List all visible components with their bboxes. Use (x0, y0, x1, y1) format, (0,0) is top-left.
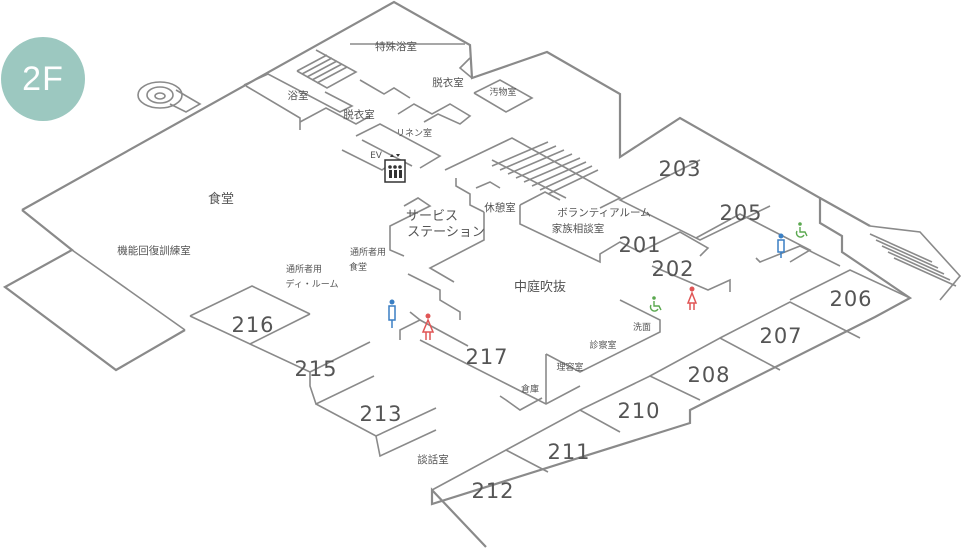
room-205: 205 (719, 201, 762, 225)
label-daycare-dining-1: 通所者用 (350, 247, 386, 258)
label-dining: 食堂 (208, 191, 234, 207)
center-block (389, 137, 731, 411)
men-restroom-icon-2 (777, 233, 785, 258)
room-210: 210 (617, 399, 660, 423)
stairs-icon (296, 54, 348, 84)
room-212: 212 (471, 479, 514, 503)
label-soiled-room: 汚物室 (489, 86, 516, 98)
label-talk-room: 談話室 (417, 453, 449, 466)
room-215: 215 (294, 357, 337, 381)
label-daycare-dining-2: 食堂 (349, 261, 367, 273)
room-213: 213 (359, 402, 402, 426)
room-217: 217 (465, 345, 508, 369)
label-lounge: 休憩室 (484, 201, 516, 214)
label-daycare-corridor-1: 通所者用 (286, 264, 322, 275)
label-service-station-2: ステーション (407, 225, 485, 240)
stairs-right (869, 225, 962, 301)
label-ev: EV (370, 151, 383, 161)
label-courtyard: 中庭吹抜 (514, 279, 566, 295)
room-208: 208 (687, 363, 730, 387)
women-restroom-icon (421, 313, 435, 340)
bath-icon (137, 81, 202, 113)
label-rehab-room: 機能回復訓練室 (117, 244, 191, 257)
label-service-station-1: サービス (406, 209, 458, 224)
label-changing-room-2: 脱衣室 (343, 108, 375, 121)
room-201: 201 (618, 233, 661, 257)
stairs-center (491, 141, 599, 195)
right-wing (431, 159, 911, 491)
room-211: 211 (547, 440, 590, 464)
accessible-restroom-icon (795, 222, 808, 238)
label-bath-room: 浴室 (288, 89, 309, 102)
women-restroom-icon-2 (686, 286, 698, 310)
room-216: 216 (231, 313, 274, 337)
label-volunteer-room: ボランティアルーム (557, 207, 650, 219)
label-linen-room: リネン室 (396, 127, 432, 139)
room-206: 206 (829, 287, 872, 311)
room-207: 207 (759, 324, 802, 348)
label-daycare-corridor-2: ディ・ルーム (285, 278, 338, 290)
men-restroom-icon (388, 299, 396, 328)
label-family-room: 家族相談室 (552, 222, 605, 235)
label-storage: 倉庫 (521, 383, 539, 395)
left-wing (189, 285, 437, 458)
label-washroom: 洗面 (633, 321, 651, 333)
room-202: 202 (651, 257, 694, 281)
label-exam-room: 診察室 (589, 339, 616, 351)
accessible-restroom-icon-2 (649, 296, 662, 312)
floor-badge: 2F (1, 37, 85, 121)
elevator-icon (384, 154, 406, 183)
label-special-bath: 特殊浴室 (375, 40, 417, 53)
room-203: 203 (658, 157, 701, 181)
label-barber: 理容室 (556, 361, 583, 373)
label-changing-room-1: 脱衣室 (432, 76, 464, 89)
